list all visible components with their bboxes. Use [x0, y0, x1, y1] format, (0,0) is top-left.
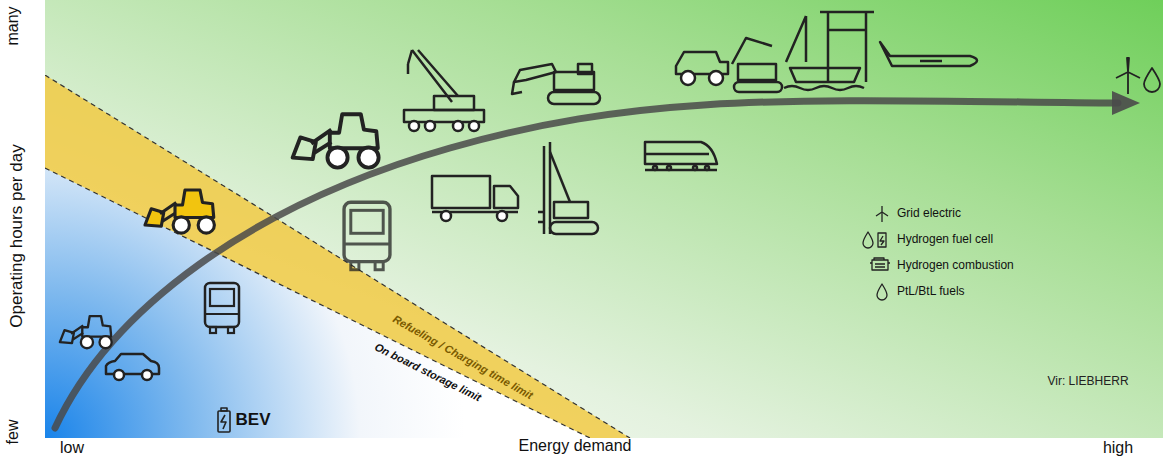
- axis-end-label: high: [1103, 439, 1133, 457]
- legend-text: PtL/BtL fuels: [897, 285, 965, 298]
- source-note: Vir: LIEBHERR: [1047, 375, 1128, 388]
- legend-text: Hydrogen combustion: [897, 259, 1014, 272]
- axis-title: Operating hours per day: [8, 144, 27, 327]
- axis-title: Energy demand: [519, 437, 632, 455]
- legend-text: Grid electric: [897, 207, 961, 220]
- legend-text: Hydrogen fuel cell: [897, 233, 993, 246]
- axis-end-label: many: [4, 6, 22, 45]
- technology-label: BEV: [236, 411, 271, 430]
- axis-end-label: low: [60, 439, 84, 457]
- axis-end-label: few: [4, 420, 22, 445]
